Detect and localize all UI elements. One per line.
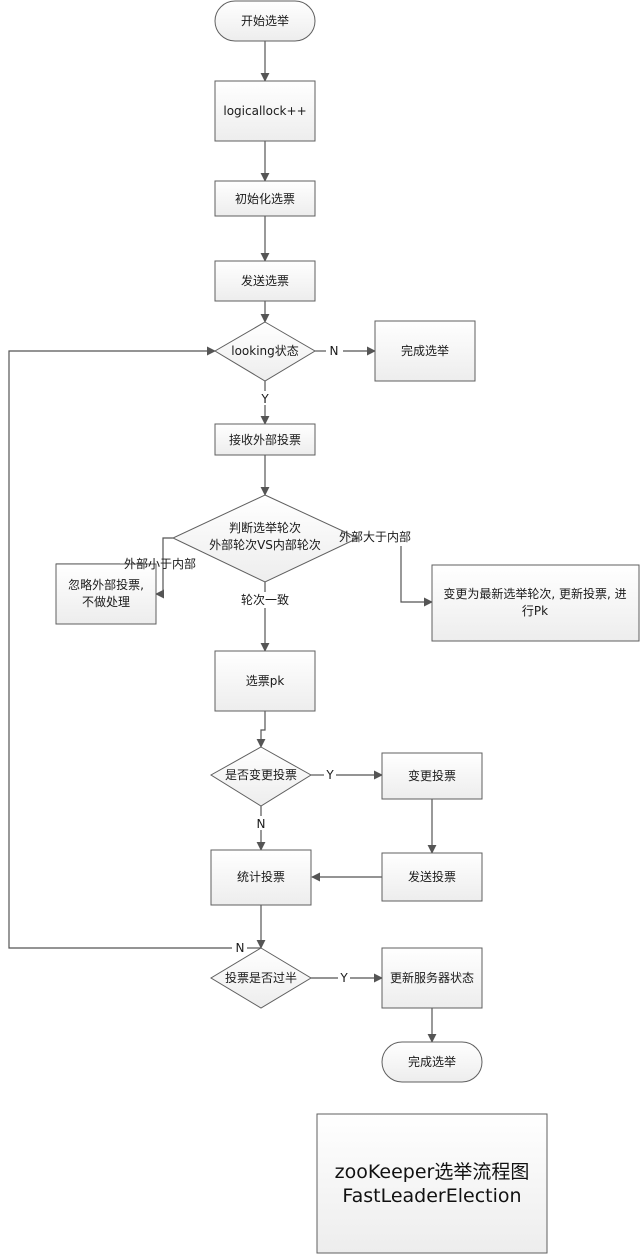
node-receive: 接收外部投票 [214,423,316,456]
label-change-no: N [257,817,266,831]
node-update-label-1: 变更为最新选举轮次, 更新投票, 进 [443,586,626,601]
node-looking-label: looking状态 [231,344,299,358]
node-start: 开始选举 [214,0,316,42]
node-looking: looking状态 [214,321,316,382]
label-looking-no: N [330,344,339,358]
node-logicallock: logicallock++ [214,80,316,142]
node-update-state: 更新服务器状态 [381,947,483,1009]
node-send2: 发送投票 [381,852,483,902]
diagram-title-box: zooKeeper选举流程图 FastLeaderElection [316,1113,548,1254]
label-change-yes: Y [325,768,334,782]
edge-majority-loop [8,346,232,949]
label-majority-no: N [236,941,245,955]
node-majority-q: 投票是否过半 [210,947,312,1009]
label-less: 外部小于内部 [124,556,196,571]
diagram-title-line1: zooKeeper选举流程图 [335,1161,530,1183]
node-judge-label-2: 外部轮次VS内部轮次 [209,537,321,552]
node-count: 统计投票 [210,849,312,906]
node-update: 变更为最新选举轮次, 更新投票, 进 行Pk [431,564,640,642]
node-count-label: 统计投票 [237,869,285,884]
node-change-label: 变更投票 [408,768,456,783]
node-update-label-2: 行Pk [522,604,548,618]
node-finish-2-label: 完成选举 [408,1054,456,1069]
label-majority-yes: Y [339,971,348,985]
node-init-vote: 初始化选票 [214,180,316,217]
edge-labels: N Y 外部小于内部 外部大于内部 轮次一致 Y N N Y [124,344,411,985]
edge-pk-changeq [256,711,266,748]
diagram-title-line2: FastLeaderElection [342,1185,521,1207]
node-ignore-label-2: 不做处理 [82,594,130,609]
node-send-vote: 发送选票 [214,260,316,302]
node-change: 变更投票 [381,752,483,800]
edge-judge-ignore [155,537,173,599]
node-ignore-label-1: 忽略外部投票, [68,577,144,592]
node-pk: 选票pk [214,650,316,712]
node-judge-label-1: 判断选举轮次 [229,520,301,535]
node-judge: 判断选举轮次 外部轮次VS内部轮次 [171,494,360,583]
edge-judge-update [400,546,433,607]
node-change-q-label: 是否变更投票 [225,767,297,782]
node-ignore: 忽略外部投票, 不做处理 [55,563,157,625]
label-equal: 轮次一致 [241,593,289,607]
node-send2-label: 发送投票 [408,869,456,884]
node-majority-q-label: 投票是否过半 [225,970,297,985]
node-init-vote-label: 初始化选票 [235,192,295,206]
node-send-vote-label: 发送选票 [241,273,289,288]
node-logicallock-label: logicallock++ [223,104,306,118]
node-finish-2: 完成选举 [381,1041,483,1083]
node-finish-1-label: 完成选举 [401,343,449,358]
node-start-label: 开始选举 [241,14,289,28]
node-update-state-label: 更新服务器状态 [390,970,474,985]
node-pk-label: 选票pk [246,674,285,688]
node-change-q: 是否变更投票 [210,746,312,807]
node-finish-1: 完成选举 [374,320,476,382]
label-greater: 外部大于内部 [339,529,411,544]
label-looking-yes: Y [260,392,269,406]
node-receive-label: 接收外部投票 [229,432,301,447]
